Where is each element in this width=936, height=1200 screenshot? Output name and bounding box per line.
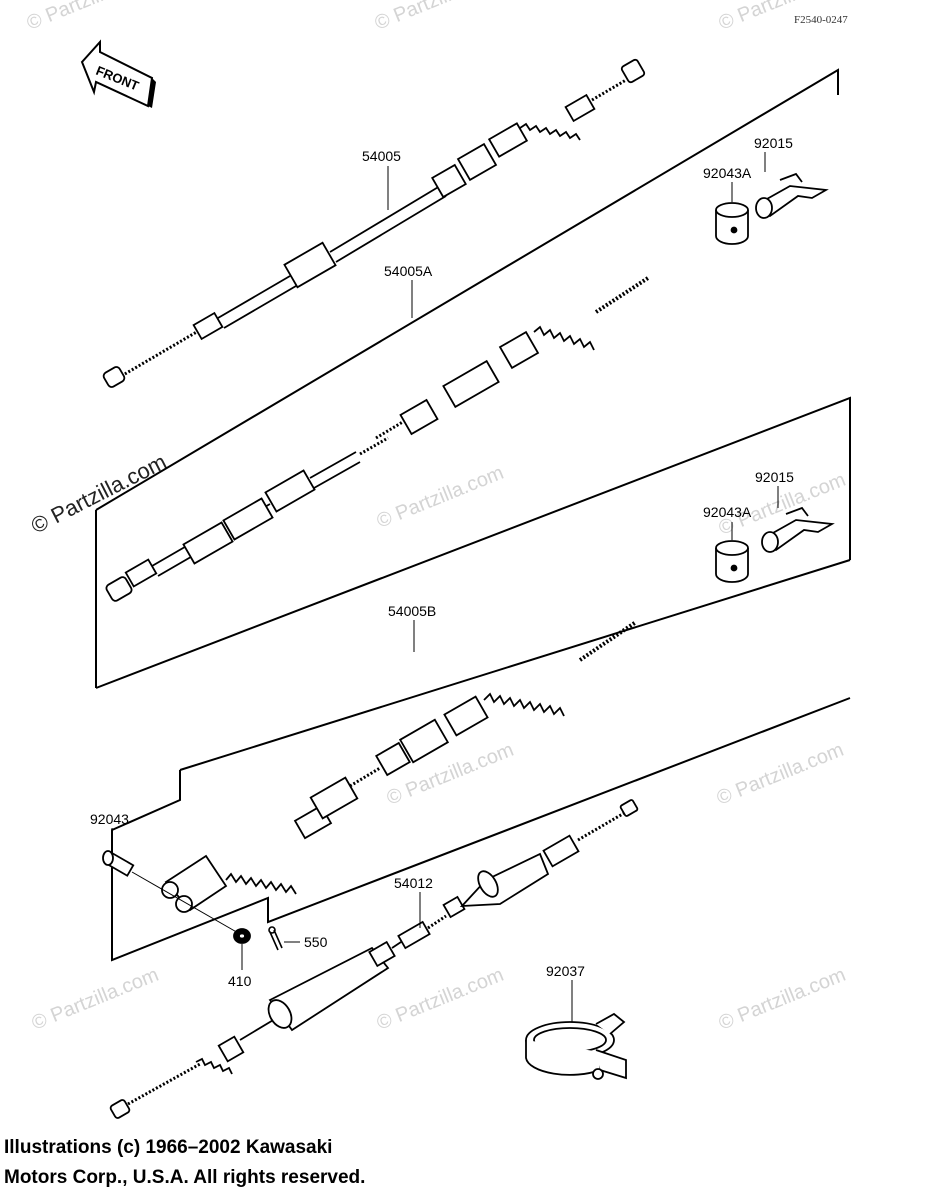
leader-lines bbox=[111, 152, 779, 1022]
label-54005B: 54005B bbox=[388, 603, 436, 619]
pin-92043 bbox=[102, 850, 135, 877]
label-92043A-lower: 92043A bbox=[703, 504, 752, 520]
watermark: © Partzilla.com bbox=[372, 0, 505, 35]
clip-92015-lower bbox=[761, 506, 835, 553]
copyright-line-2: Motors Corp., U.S.A. All rights reserved… bbox=[4, 1167, 366, 1188]
pin-92043A-lower bbox=[715, 540, 749, 583]
watermark: © Partzilla.com bbox=[29, 964, 162, 1035]
label-54005A: 54005A bbox=[384, 263, 433, 279]
watermark: © Partzilla.com bbox=[24, 0, 157, 35]
cotter-pin-550 bbox=[268, 926, 283, 951]
label-54005: 54005 bbox=[362, 148, 401, 164]
copyright-notice: Illustrations (c) 1966–2002 Kawasaki Mot… bbox=[4, 1133, 604, 1193]
label-550: 550 bbox=[304, 934, 328, 950]
clip-92015-upper bbox=[755, 172, 829, 219]
cable-54012 bbox=[109, 799, 639, 1119]
label-410: 410 bbox=[228, 973, 252, 989]
box-lower bbox=[111, 559, 851, 962]
watermark: © Partzilla.com bbox=[374, 462, 507, 533]
label-92015-lower: 92015 bbox=[755, 469, 794, 485]
part-labels: 54005 92015 92043A 54005A 92015 92043A 5… bbox=[90, 135, 794, 989]
label-92037: 92037 bbox=[546, 963, 585, 979]
watermark: © Partzilla.com bbox=[716, 964, 849, 1035]
watermark: © Partzilla.com bbox=[714, 739, 847, 810]
clamp-92037 bbox=[525, 1012, 627, 1080]
label-54012: 54012 bbox=[394, 875, 433, 891]
cable-54005 bbox=[102, 58, 646, 388]
watermark: © Partzilla.com bbox=[374, 964, 507, 1035]
washer-410 bbox=[233, 928, 251, 944]
label-92043: 92043 bbox=[90, 811, 129, 827]
box-upper bbox=[95, 68, 851, 689]
watermark: © Partzilla.com bbox=[384, 739, 517, 810]
pin-92043A-upper bbox=[715, 202, 749, 245]
cable-54005A bbox=[105, 276, 650, 602]
cable-54005B bbox=[161, 620, 638, 913]
label-92043A-upper: 92043A bbox=[703, 165, 752, 181]
watermark-main: © Partzilla.com bbox=[27, 449, 170, 539]
copyright-line-1: Illustrations (c) 1966–2002 Kawasaki bbox=[4, 1137, 333, 1158]
diagram-code: F2540-0247 bbox=[794, 14, 848, 26]
label-92015-upper: 92015 bbox=[754, 135, 793, 151]
leader-92043 bbox=[131, 871, 241, 935]
front-arrow-icon: FRONT bbox=[80, 39, 156, 108]
